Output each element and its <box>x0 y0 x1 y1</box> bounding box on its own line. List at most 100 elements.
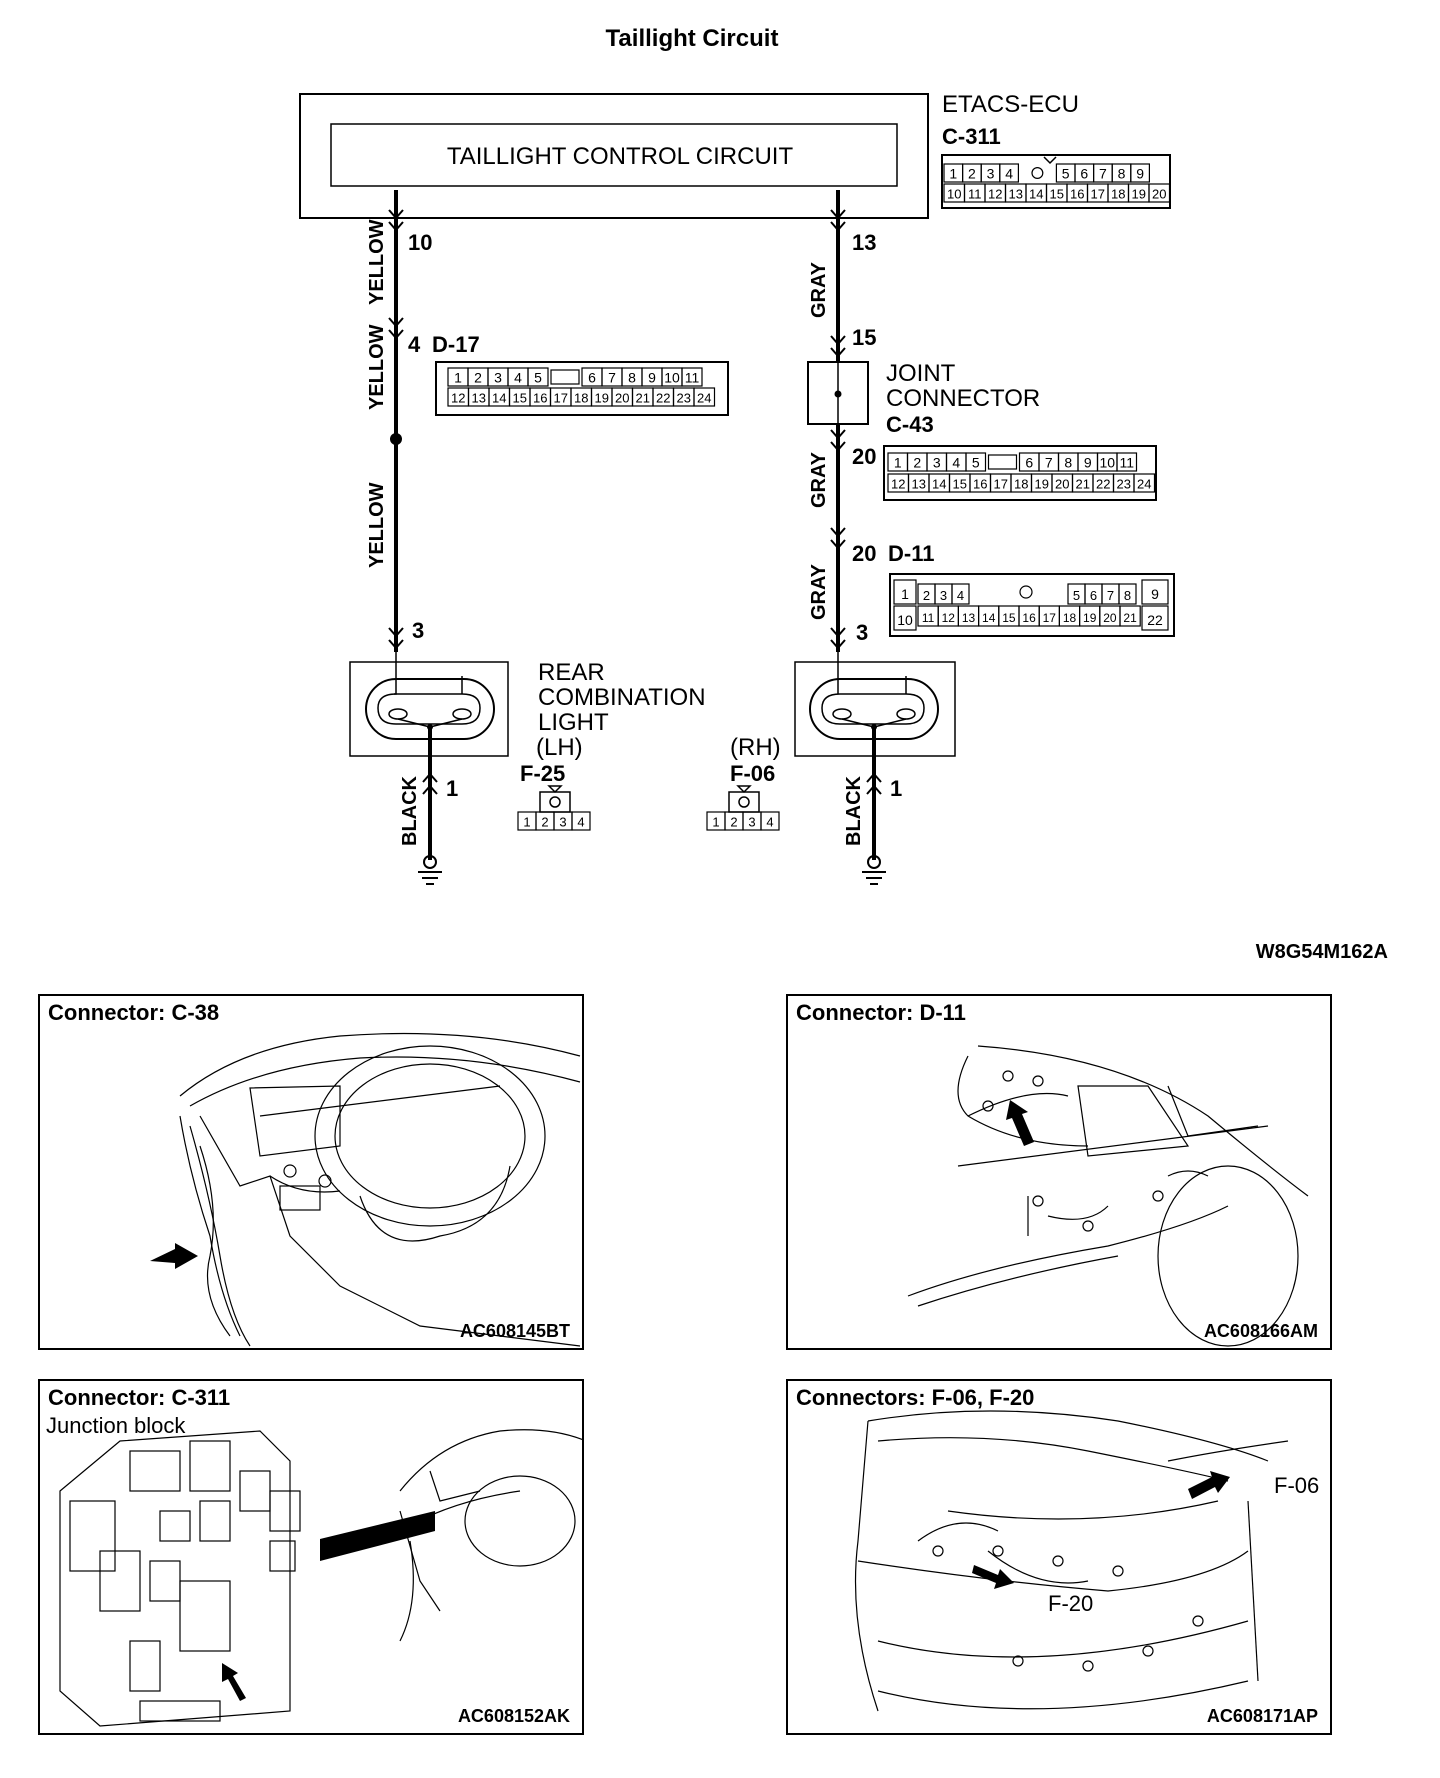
panel-connectors-f06-f20: Connectors: F-06, F-20 F-06 F-20 AC60817… <box>786 1379 1332 1735</box>
pin-number: 3 <box>987 165 995 181</box>
pin-number: 14 <box>1029 186 1043 201</box>
arrow-icon <box>150 1243 198 1269</box>
pin-number: 22 <box>656 390 670 405</box>
pin-number: 1 <box>712 814 719 829</box>
pin-number: 24 <box>697 390 711 405</box>
rear-combination-light-rh <box>794 652 956 885</box>
wire-color-gray-2: GRAY <box>808 451 830 508</box>
pin-number: 13 <box>912 476 926 491</box>
pin-number: 10 <box>897 612 913 628</box>
pin-number: 19 <box>1083 611 1097 625</box>
wire-color-gray-3: GRAY <box>808 563 830 620</box>
pin-number: 2 <box>923 588 930 603</box>
pin-number: 7 <box>1045 454 1053 470</box>
pin-cell <box>1118 583 1137 605</box>
wire-color-yellow-2: YELLOW <box>366 324 388 410</box>
diagram-title: Taillight Circuit <box>606 25 779 52</box>
dashboard-illustration <box>150 1032 581 1347</box>
pin-number: 8 <box>628 369 636 385</box>
pin-number: 16 <box>1022 611 1036 625</box>
pin-ecu-13: 13 <box>852 230 876 255</box>
wire-color-yellow-1: YELLOW <box>366 219 388 305</box>
pin-number: 12 <box>891 476 905 491</box>
pin-number: 15 <box>953 476 967 491</box>
pin-cell <box>1141 605 1169 631</box>
arrow-icon <box>972 1565 1014 1589</box>
left-wire-yellow <box>388 190 404 652</box>
pin-number: 4 <box>957 588 964 603</box>
pin-number: 20 <box>1055 476 1069 491</box>
pin-number: 18 <box>574 390 588 405</box>
pin-number: 24 <box>1137 476 1151 491</box>
pin-number: 7 <box>1099 165 1107 181</box>
pin-number: 3 <box>559 814 566 829</box>
pin-number: 18 <box>1063 611 1077 625</box>
joint-line1: JOINT <box>886 360 956 387</box>
panel-connector-c38: Connector: C-38 AC608145BT <box>38 994 584 1350</box>
pin-number: 1 <box>454 369 462 385</box>
arrow-icon <box>222 1663 246 1701</box>
arrow-icon <box>1188 1471 1230 1499</box>
pin-number: 5 <box>972 454 980 470</box>
rear-light-line1: REAR <box>538 659 605 686</box>
panel-code: AC608152AK <box>457 1706 570 1726</box>
pin-number: 15 <box>1050 186 1064 201</box>
panel-title: Connector: D-11 <box>796 1000 966 1025</box>
pin-number: 6 <box>1080 165 1088 181</box>
right-wire-gray <box>830 190 846 652</box>
panel-code: AC608145BT <box>459 1321 570 1341</box>
pin-number: 11 <box>1119 454 1134 470</box>
pin-number: 1 <box>949 165 957 181</box>
junction-block-illustration <box>59 1429 582 1727</box>
pin-number: 9 <box>1084 454 1092 470</box>
pin-number: 9 <box>648 369 656 385</box>
vehicle-side-illustration <box>907 1045 1309 1347</box>
pin-number: 6 <box>588 369 596 385</box>
pin-number: 4 <box>952 454 960 470</box>
pin-number: 4 <box>577 814 584 829</box>
pin-number: 19 <box>1132 186 1146 201</box>
pin-number: 3 <box>933 454 941 470</box>
pin-cell <box>951 583 970 605</box>
pin-cell <box>893 605 917 631</box>
ground-pin-lh: 1 <box>446 776 458 801</box>
pin-number: 21 <box>1123 611 1137 625</box>
pin-light-rh-3: 3 <box>856 620 868 645</box>
pin-number: 16 <box>973 476 987 491</box>
ground-color-rh: BLACK <box>843 775 865 846</box>
pin-number: 17 <box>554 390 568 405</box>
connector-lock-icon <box>987 454 1018 470</box>
callout-f20: F-20 <box>1048 1591 1094 1616</box>
pin-number: 14 <box>932 476 946 491</box>
ground-pin-rh: 1 <box>890 776 902 801</box>
pin-cell <box>571 811 591 831</box>
pin-cell <box>681 367 703 387</box>
pin-number: 23 <box>1117 476 1131 491</box>
pin-number: 5 <box>1073 588 1080 603</box>
rh-connector-label: F-06 <box>730 761 775 786</box>
figure-code: W8G54M162A <box>1256 941 1388 960</box>
pin-number: 17 <box>1043 611 1057 625</box>
ecu-connector-label: C-311 <box>942 124 1001 149</box>
pin-number: 19 <box>1035 476 1049 491</box>
pin-number: 3 <box>748 814 755 829</box>
pin-number: 4 <box>514 369 522 385</box>
panel-subtitle: Junction block <box>46 1413 186 1438</box>
pin-number: 11 <box>922 611 935 625</box>
pin-number: 15 <box>513 390 527 405</box>
pin-number: 10 <box>947 186 961 201</box>
pin-number: 21 <box>1076 476 1090 491</box>
rear-light-rh: (RH) <box>730 734 781 761</box>
d11-label: D-11 <box>888 541 934 566</box>
pin-number: 2 <box>474 369 482 385</box>
rear-light-line3: LIGHT <box>538 709 609 736</box>
rear-light-lh: (LH) <box>536 734 583 761</box>
pin-cell <box>893 579 917 605</box>
pin-number: 10 <box>1099 454 1115 470</box>
panel-code: AC608166AM <box>1203 1321 1318 1341</box>
